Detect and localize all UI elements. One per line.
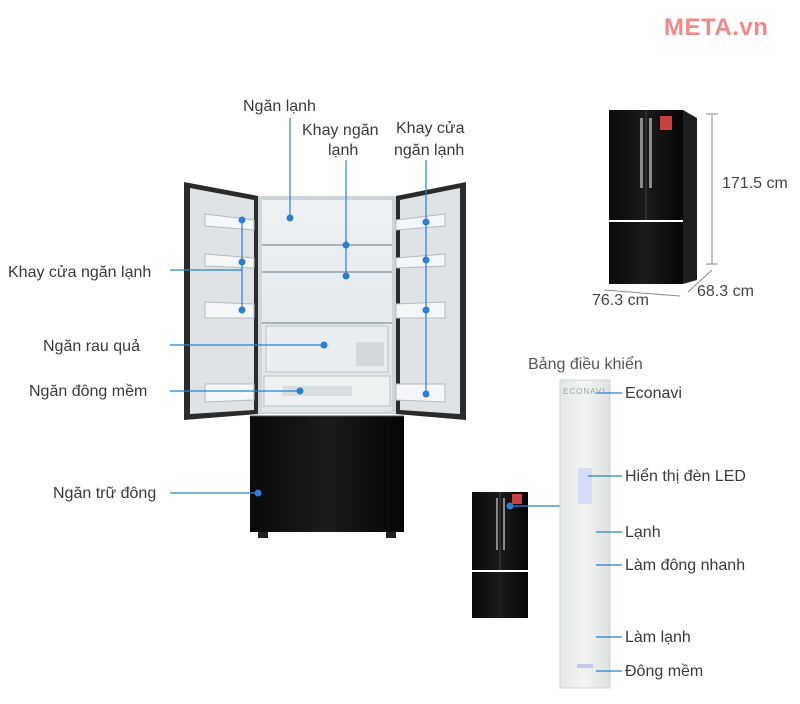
panel-fridge-thumb [472,492,528,618]
meta-logo: META.vn [664,14,769,41]
panel-item-lam-lanh: Làm lạnh [625,629,691,646]
label-ngan-lanh: Ngăn lạnh [243,98,316,115]
dimension-depth: 68.3 cm [697,283,754,300]
control-panel-title: Bảng điều khiển [528,356,643,373]
label-ngan-dong-mem: Ngăn đông mềm [29,383,148,400]
closed-fridge-thumb [609,110,697,284]
label-khay-cua-right-line1: Khay cửa [396,120,465,137]
label-khay-ngan-lanh-line2: lạnh [328,142,359,159]
label-ngan-tru-dong: Ngăn trữ đông [53,485,157,502]
dimension-height: 171.5 cm [722,175,788,192]
fridge-pointer-dots [238,214,430,497]
dimension-width: 76.3 cm [592,292,649,309]
label-khay-ngan-lanh-line1: Khay ngăn [302,122,379,139]
panel-item-dong-mem: Đông mềm [625,663,704,680]
label-khay-cua-right-line2: ngăn lạnh [394,142,465,159]
dimension-lines [603,113,718,297]
panel-item-econavi: Econavi [625,385,682,402]
label-ngan-rau-qua: Ngăn rau quả [43,338,140,355]
panel-econavi-text: ECONAVI [563,387,606,396]
panel-item-led-display: Hiển thị đèn LED [625,468,746,485]
label-khay-cua-left: Khay cửa ngăn lạnh [8,264,152,281]
control-panel-strip [559,379,611,689]
panel-item-lanh: Lạnh [625,524,661,541]
panel-pointer-lines [588,392,622,672]
panel-item-lam-dong-nhanh: Làm đông nhanh [625,557,746,574]
main-fridge [184,182,466,538]
